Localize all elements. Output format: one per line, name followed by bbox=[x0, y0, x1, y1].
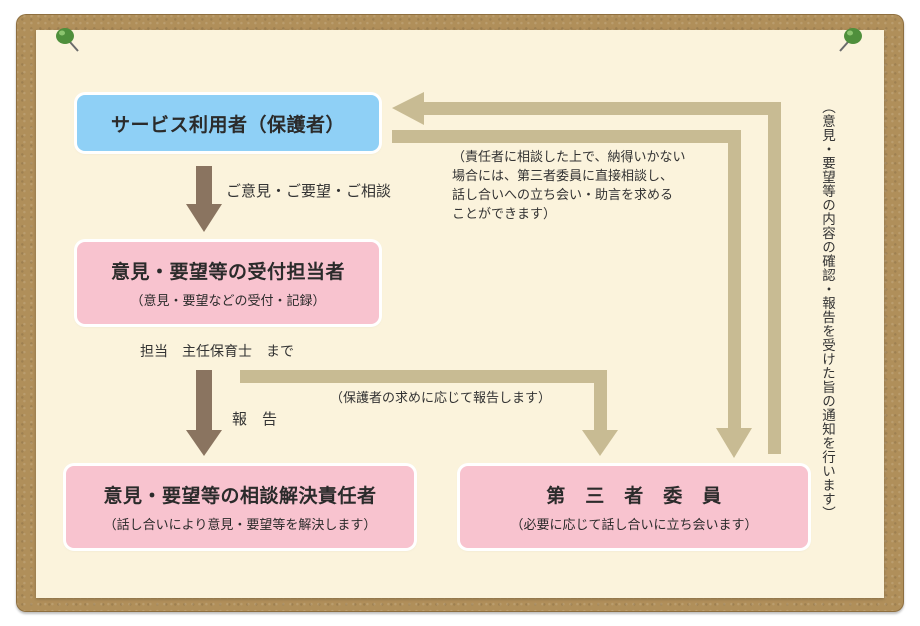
arrow-user-to-third-party-horizontal bbox=[392, 130, 738, 143]
pushpin-left-icon bbox=[56, 28, 79, 52]
arrow-third-party-to-user-vertical bbox=[768, 102, 781, 454]
arrow-user-to-third-party-head bbox=[716, 428, 752, 458]
resolver-title: 意見・要望等の相談解決責任者 bbox=[103, 485, 377, 507]
reception-staff-subtitle: （意見・要望などの受付・記録） bbox=[130, 294, 326, 309]
arrow-user-to-third-party-vertical bbox=[728, 130, 741, 430]
resolver-box: 意見・要望等の相談解決責任者 （話し合いにより意見・要望等を解決します） bbox=[66, 466, 414, 548]
third-party-box: 第 三 者 委 員 （必要に応じて話し合いに立ち会います） bbox=[460, 466, 808, 548]
arrow-third-party-to-user-head bbox=[392, 92, 424, 125]
arrow-user-to-reception-head bbox=[186, 204, 222, 232]
consult-label: ご意見・ご要望・ご相談 bbox=[226, 182, 392, 200]
brown-arrows bbox=[186, 166, 222, 456]
staff-label: 担当 主任保育士 まで bbox=[140, 344, 294, 360]
reception-staff-box: 意見・要望等の受付担当者 （意見・要望などの受付・記録） bbox=[77, 242, 379, 324]
service-user-title: サービス利用者（保護者） bbox=[110, 113, 345, 136]
parent-request-label: （保護者の求めに応じて報告します） bbox=[330, 391, 552, 406]
tan-arrows bbox=[240, 92, 781, 458]
service-user-box: サービス利用者（保護者） bbox=[77, 95, 379, 151]
pushpin-right-icon bbox=[839, 28, 862, 52]
resolver-subtitle: （話し合いにより意見・要望等を解決します） bbox=[103, 518, 377, 533]
direct-consult-line: （責任者に相談した上で、納得いかない bbox=[452, 150, 686, 165]
third-party-subtitle: （必要に応じて話し合いに立ち会います） bbox=[510, 518, 758, 533]
direct-consult-line: ことができます） bbox=[452, 207, 557, 222]
arrow-reception-to-third-party-horizontal bbox=[240, 370, 607, 383]
report-label: 報 告 bbox=[232, 410, 278, 428]
arrow-reception-to-third-party-vertical bbox=[594, 370, 607, 432]
arrow-reception-to-resolver-shaft bbox=[196, 370, 212, 432]
arrow-third-party-to-user-horizontal bbox=[420, 102, 781, 115]
direct-consult-line: 場合には、第三者委員に直接相談し、 bbox=[452, 169, 674, 184]
third-party-title: 第 三 者 委 員 bbox=[546, 485, 722, 507]
arrow-user-to-reception-shaft bbox=[196, 166, 212, 206]
arrow-reception-to-resolver-head bbox=[186, 430, 222, 456]
direct-consult-note: （責任者に相談した上で、納得いかない 場合には、第三者委員に直接相談し、 話し合… bbox=[452, 148, 685, 224]
reception-staff-title: 意見・要望等の受付担当者 bbox=[110, 261, 345, 283]
direct-consult-line: 話し合いへの立ち会い・助言を求める bbox=[452, 188, 674, 203]
notification-vertical-note: （意見・要望等の内容の確認・報告を受けた旨の通知を行います） bbox=[819, 100, 835, 520]
arrow-reception-to-third-party-head bbox=[582, 430, 618, 456]
